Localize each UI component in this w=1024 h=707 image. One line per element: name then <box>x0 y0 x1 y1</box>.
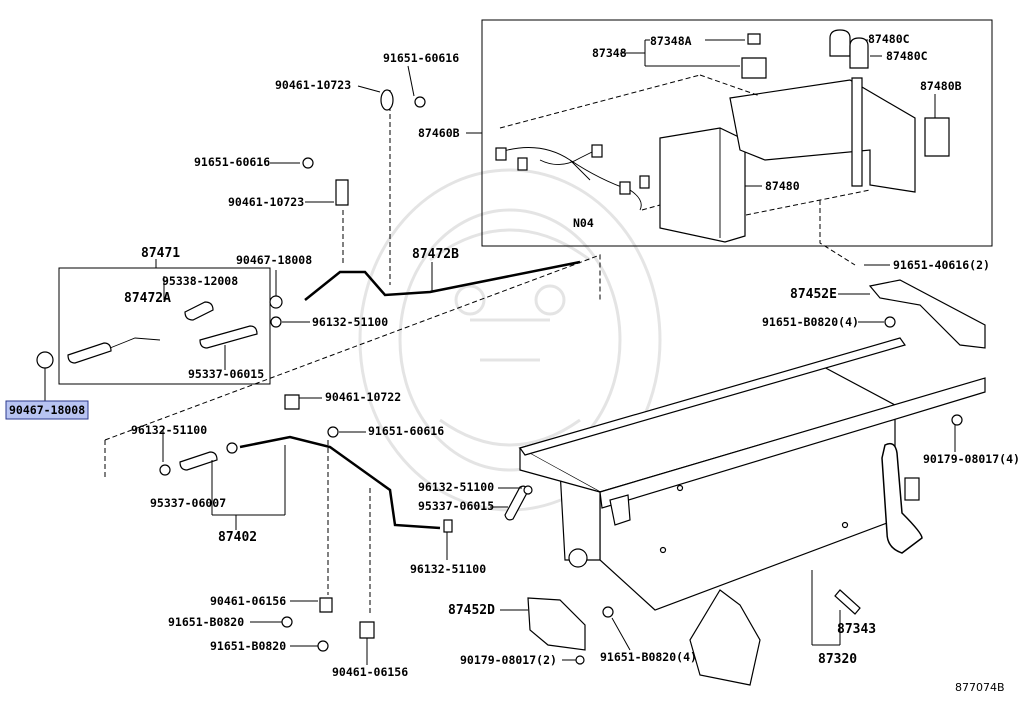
bolt-91651-60616-a <box>414 96 426 108</box>
tank-assembly-87320 <box>518 337 986 686</box>
clip-90461-06156-a <box>319 597 333 613</box>
label-91651-b0820-4a[interactable]: 91651-B0820(4) <box>762 315 859 329</box>
label-87348[interactable]: 87348 <box>592 46 627 60</box>
label-91651-60616-b[interactable]: 91651-60616 <box>194 155 270 169</box>
label-87471[interactable]: 87471 <box>141 246 180 261</box>
label-90461-10722[interactable]: 90461-10722 <box>325 390 401 404</box>
label-91651-b0820-b[interactable]: 91651-B0820 <box>210 639 286 653</box>
bracket-87452e-shape <box>868 279 986 349</box>
label-87480b[interactable]: 87480B <box>920 79 962 93</box>
label-87320[interactable]: 87320 <box>818 652 857 667</box>
label-87480c-2[interactable]: 87480C <box>886 49 928 63</box>
label-95337-06015-b[interactable]: 95337-06015 <box>418 499 494 513</box>
bracket-87452d-shape <box>527 597 586 651</box>
label-87480[interactable]: 87480 <box>765 179 800 193</box>
clamp-96132-51100-a <box>270 316 282 328</box>
label-87460b[interactable]: 87460B <box>418 126 460 140</box>
bolt-91651-60616-c <box>327 426 339 438</box>
clip-90461-10723-a <box>380 89 394 111</box>
label-91651-b0820-a[interactable]: 91651-B0820 <box>168 615 244 629</box>
diagram-reference-number: 877074B <box>955 681 1005 694</box>
label-95337-06015-a[interactable]: 95337-06015 <box>188 367 264 381</box>
label-91651-b0820-4b[interactable]: 91651-B0820(4) <box>600 650 697 664</box>
label-95338-12008[interactable]: 95338-12008 <box>162 274 238 288</box>
label-96132-51100-b[interactable]: 96132-51100 <box>131 423 207 437</box>
label-90179-08017-4[interactable]: 90179-08017(4) <box>923 452 1020 466</box>
label-90461-06156-b[interactable]: 90461-06156 <box>332 665 408 679</box>
label-96132-51100-a[interactable]: 96132-51100 <box>312 315 388 329</box>
label-87452e[interactable]: 87452E <box>790 287 837 302</box>
relay-87348a-shape <box>747 33 761 45</box>
clamp-90467-18008-a <box>269 295 283 309</box>
label-87480c-1[interactable]: 87480C <box>868 32 910 46</box>
label-87348a[interactable]: 87348A <box>650 34 692 48</box>
label-91651-40616[interactable]: 91651-40616(2) <box>893 258 990 272</box>
selected-part-highlight <box>5 400 89 420</box>
ecu-bracket-shape <box>729 79 916 193</box>
label-90179-08017-2[interactable]: 90179-08017(2) <box>460 653 557 667</box>
label-91651-60616-c[interactable]: 91651-60616 <box>368 424 444 438</box>
label-90467-18008-selected[interactable]: 90467-18008 <box>9 403 85 417</box>
clip-90461-10722 <box>284 394 300 410</box>
label-87343[interactable]: 87343 <box>837 622 876 637</box>
label-n04[interactable]: N04 <box>573 216 594 230</box>
sensor-87343-shape <box>834 589 861 615</box>
hose-95338-12008-shape <box>184 301 214 321</box>
ecu-module-shape <box>659 127 746 243</box>
label-87472b[interactable]: 87472B <box>412 247 459 262</box>
hose-95337-06007-shape <box>179 451 218 471</box>
label-90461-10723-a[interactable]: 90461-10723 <box>275 78 351 92</box>
fuse-87480c-shape-2 <box>849 37 869 69</box>
bolt-91651-60616-b <box>302 157 314 169</box>
label-90461-06156-a[interactable]: 90461-06156 <box>210 594 286 608</box>
label-87472a[interactable]: 87472A <box>124 291 171 306</box>
hose-87472a-shape <box>67 342 112 364</box>
clip-90461-06156-b <box>359 621 375 639</box>
label-87452d[interactable]: 87452D <box>448 603 495 618</box>
label-90461-10723-b[interactable]: 90461-10723 <box>228 195 304 209</box>
label-87402[interactable]: 87402 <box>218 530 257 545</box>
wire-harness-n04 <box>499 147 642 211</box>
relay-87480b-shape <box>924 117 950 157</box>
fuse-87480c-shape-1 <box>829 29 851 57</box>
label-90467-18008-a[interactable]: 90467-18008 <box>236 253 312 267</box>
clip-90461-10723-b <box>335 179 349 206</box>
hose-95337-06015-shape <box>199 325 258 349</box>
inset-87471-box <box>58 267 271 385</box>
tube-87402-shape <box>239 435 441 530</box>
label-91651-60616-a[interactable]: 91651-60616 <box>383 51 459 65</box>
tube-87472b-shape <box>304 260 581 301</box>
label-95337-06007[interactable]: 95337-06007 <box>150 496 226 510</box>
label-96132-51100-c[interactable]: 96132-51100 <box>418 480 494 494</box>
relay-87348-shape <box>741 57 767 79</box>
label-96132-51100-d[interactable]: 96132-51100 <box>410 562 486 576</box>
